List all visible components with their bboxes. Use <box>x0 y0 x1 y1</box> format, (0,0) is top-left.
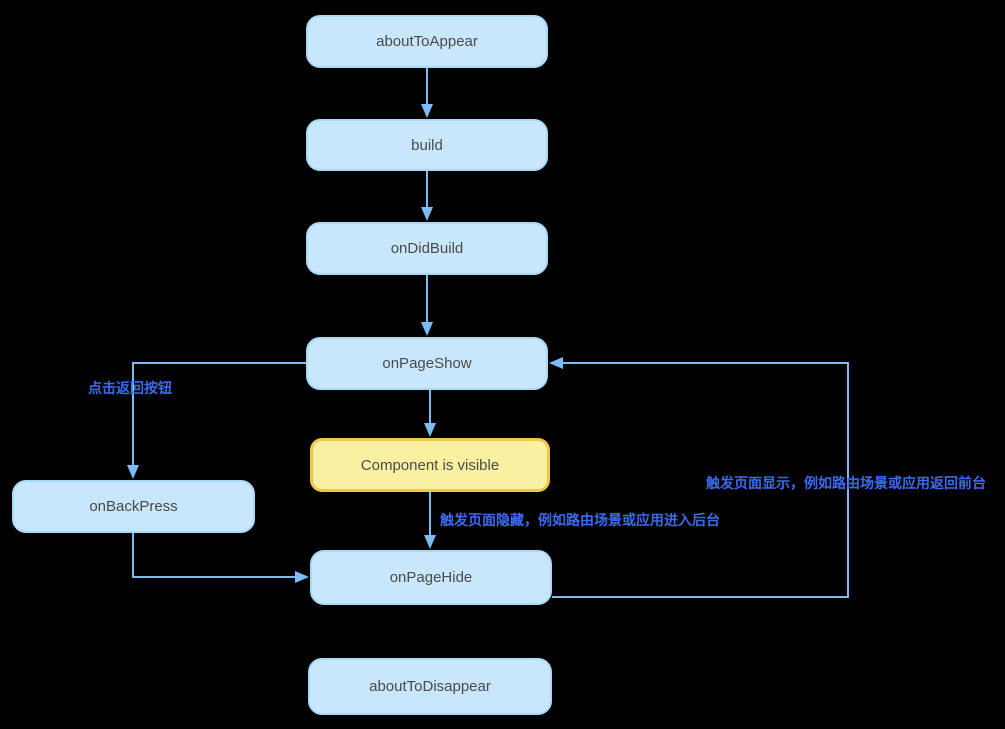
node-about-to-disappear: aboutToDisappear <box>308 658 552 715</box>
node-on-page-show: onPageShow <box>306 337 548 390</box>
node-on-page-hide: onPageHide <box>310 550 552 605</box>
node-component-visible: Component is visible <box>310 438 550 492</box>
annotation-back-button-note: 点击返回按钮 <box>88 380 172 396</box>
annotation-page-hide-note: 触发页面隐藏，例如路由场景或应用进入后台 <box>440 512 720 528</box>
node-on-did-build: onDidBuild <box>306 222 548 275</box>
node-about-to-appear: aboutToAppear <box>306 15 548 68</box>
flow-arrow-onBackPress-to-onPageHide <box>132 533 309 583</box>
annotation-page-show-note: 触发页面显示，例如路由场景或应用返回前台 <box>706 475 986 491</box>
node-on-back-press: onBackPress <box>12 480 255 533</box>
node-build: build <box>306 119 548 171</box>
